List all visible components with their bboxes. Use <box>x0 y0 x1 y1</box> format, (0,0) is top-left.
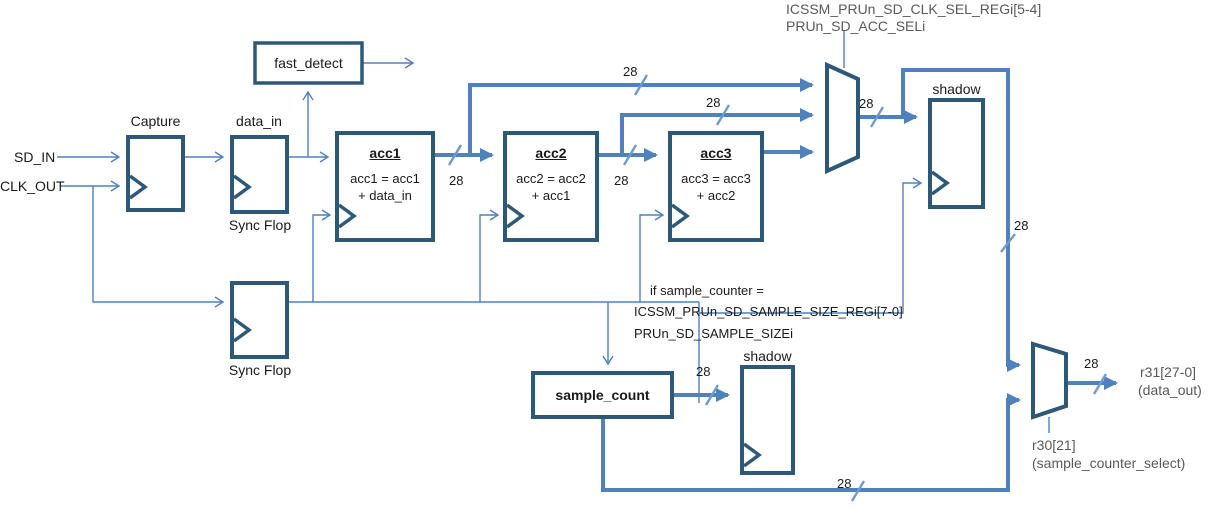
shadow-sample-box <box>740 365 795 475</box>
bus-width-label-acc1-mux: 28 <box>623 64 638 79</box>
capture-clock-icon <box>128 174 148 200</box>
acc1-clock-wire <box>312 209 332 302</box>
bus-width-label-bypass: 28 <box>1014 218 1029 233</box>
acc2-to-mux-bus <box>620 108 814 157</box>
data-out-label: (data_out) <box>1138 382 1202 398</box>
sync-flop2-clock-icon <box>232 317 252 343</box>
bus-width-label-mux-shadow: 28 <box>859 96 874 111</box>
shadow-acc-label: shadow <box>932 81 981 97</box>
bus-width-label-data-out: 28 <box>1084 356 1099 371</box>
bus-width-slashes <box>447 74 1108 502</box>
capture-label: Capture <box>130 113 181 129</box>
acc2-box <box>503 131 599 242</box>
shadow-acc-clock-icon <box>930 170 950 196</box>
fast-detect-box <box>253 41 364 85</box>
bus-wires <box>433 68 1118 492</box>
condition-line3: PRUn_SD_SAMPLE_SIZEi <box>634 326 793 341</box>
bypass-to-output-mux-bus <box>901 68 1021 372</box>
slash <box>715 104 731 126</box>
acc2-clock-icon <box>505 203 525 229</box>
acc3-box <box>668 131 764 242</box>
acc1-clock-icon <box>337 203 357 229</box>
acc3-clock-wire <box>639 209 665 302</box>
bus-width-label-bottom: 28 <box>837 476 852 491</box>
acc-sel-label: PRUn_SD_ACC_SELi <box>786 18 926 34</box>
slash <box>704 384 720 406</box>
single-bit-wires <box>57 30 1050 433</box>
acc3-clock-icon <box>670 203 690 229</box>
capture-flop-box <box>126 135 185 212</box>
r30-label: r30[21] <box>1032 437 1076 453</box>
r31-label: r31[27-0] <box>1140 364 1197 380</box>
data-in-clock-icon <box>232 174 252 200</box>
acc3-title: acc3 <box>700 145 732 161</box>
data-in-flop-box <box>230 135 289 214</box>
shadow-sample-clock-icon <box>742 442 762 468</box>
clock-triangles <box>128 170 950 468</box>
condition-line2: ICSSM_PRUn_SD_SAMPLE_SIZE_REGi[7-0] <box>634 304 903 319</box>
slash <box>869 106 885 128</box>
acc2-formula-line1: acc2 = acc2 <box>516 171 586 186</box>
condition-line1: if sample_counter = <box>650 283 764 298</box>
acc1-box <box>335 131 435 242</box>
clk-out-label: CLK_OUT <box>0 178 65 194</box>
acc3-formula-line1: acc3 = acc3 <box>681 171 751 186</box>
sample-counter-select-label: (sample_counter_select) <box>1032 455 1186 471</box>
slash <box>447 144 463 166</box>
sample-count-box <box>531 371 674 419</box>
clk-sel-reg-label: ICSSM_PRUn_SD_CLK_SEL_REGi[5-4] <box>786 1 1042 17</box>
acc1-title: acc1 <box>369 145 401 161</box>
acc2-title: acc2 <box>535 145 567 161</box>
bus-width-label-acc1-out: 28 <box>449 173 464 188</box>
sync-flop2-label: Sync Flop <box>228 362 292 378</box>
fast-detect-label: fast_detect <box>274 55 343 71</box>
acc1-to-mux-bus <box>468 78 814 157</box>
bus-width-label-acc2-mux: 28 <box>706 95 721 110</box>
data-in-label: data_in <box>236 113 282 129</box>
acc2-formula-line2: + acc1 <box>531 188 571 203</box>
shadow-sample-label: shadow <box>743 348 792 364</box>
samplecount-to-output-mux-bus <box>601 393 1021 492</box>
slash <box>850 480 866 502</box>
output-select-mux <box>1031 341 1068 420</box>
acc-select-mux <box>825 61 860 175</box>
shadow-load-wire <box>698 177 923 314</box>
slash <box>622 144 638 166</box>
slash <box>1092 373 1108 395</box>
acc2-clock-wire <box>479 209 500 302</box>
sd-in-label: SD_IN <box>14 149 56 165</box>
acc1-formula-line1: acc1 = acc1 <box>350 171 420 186</box>
sync-flop2-box <box>230 281 289 359</box>
slash <box>1000 233 1016 253</box>
slash <box>633 74 649 96</box>
bus-width-label-sample-shadow: 28 <box>696 364 711 379</box>
sync-flop1-label: Sync Flop <box>228 217 292 233</box>
bus-width-label-acc2-out: 28 <box>614 173 629 188</box>
acc1-formula-line2: + data_in <box>358 188 412 203</box>
acc3-formula-line2: + acc2 <box>696 188 736 203</box>
sample-count-label: sample_count <box>555 387 650 403</box>
blocks <box>126 41 1068 475</box>
clk-to-syncflop2-wire <box>92 186 225 308</box>
